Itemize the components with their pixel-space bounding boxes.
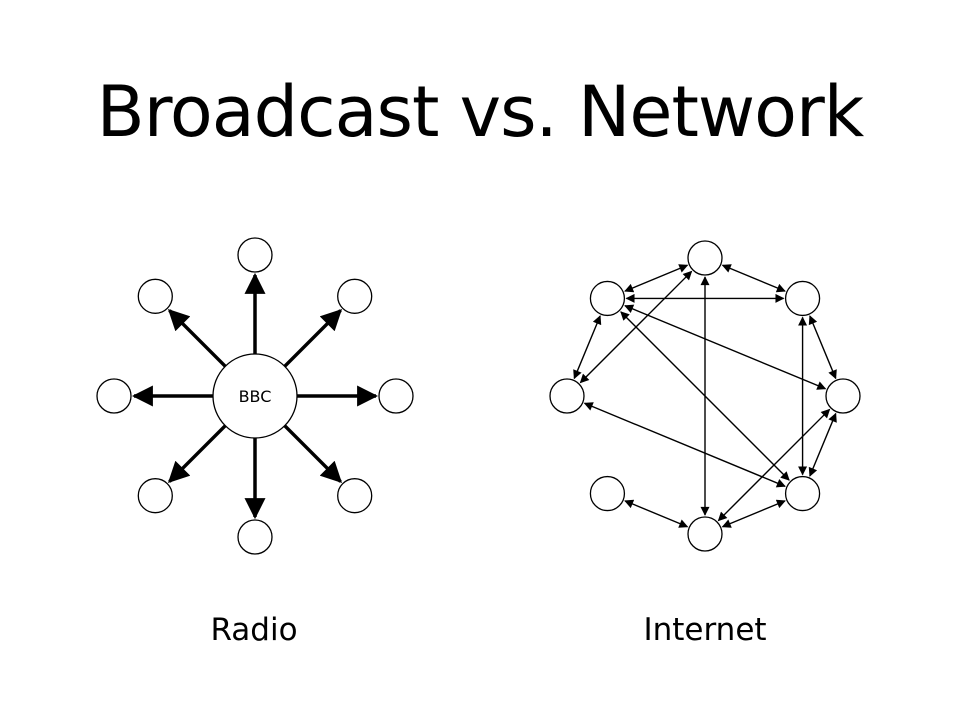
radio-receiver-node	[137, 478, 173, 514]
radio-receiver-node	[378, 378, 414, 414]
internet-node	[589, 475, 626, 512]
internet-network-diagram	[549, 240, 861, 552]
radio-receiver-node	[96, 378, 132, 414]
radio-spoke-arrow	[283, 308, 343, 368]
radio-broadcast-diagram: BBC	[96, 237, 414, 555]
internet-link-arrow	[624, 499, 689, 528]
radio-label: Radio	[210, 612, 298, 648]
internet-node	[687, 516, 723, 552]
internet-link-arrow	[808, 412, 837, 477]
radio-receiver-node	[137, 278, 173, 314]
bbc-hub-label: BBC	[239, 387, 272, 406]
radio-spoke-arrow	[167, 424, 227, 484]
bbc-hub-node	[212, 353, 298, 439]
radio-receiver-node	[237, 237, 273, 273]
internet-link-arrow	[583, 402, 786, 488]
radio-receiver-node	[337, 278, 373, 314]
radio-spokes	[131, 272, 379, 520]
internet-node	[549, 378, 585, 414]
internet-nodes	[549, 240, 861, 552]
internet-link-arrow	[624, 304, 827, 390]
radio-receiver-node	[237, 519, 273, 555]
internet-link-arrow	[721, 499, 786, 528]
internet-link-arrow	[721, 264, 786, 293]
slide-title: Broadcast vs. Network	[96, 71, 865, 153]
internet-link-arrow	[624, 264, 689, 293]
internet-link-arrow	[620, 311, 790, 481]
radio-receiver-node	[337, 478, 373, 514]
radio-spoke-arrow	[283, 424, 343, 484]
radio-receiver-nodes	[96, 237, 414, 555]
internet-label: Internet	[643, 612, 767, 648]
internet-node	[589, 280, 626, 317]
internet-edges	[573, 264, 837, 528]
internet-node	[784, 280, 821, 317]
internet-node	[784, 475, 821, 512]
internet-node	[825, 378, 861, 414]
internet-link-arrow	[573, 315, 602, 380]
radio-spoke-arrow	[167, 308, 227, 368]
internet-link-arrow	[808, 315, 837, 380]
internet-node	[687, 240, 723, 276]
